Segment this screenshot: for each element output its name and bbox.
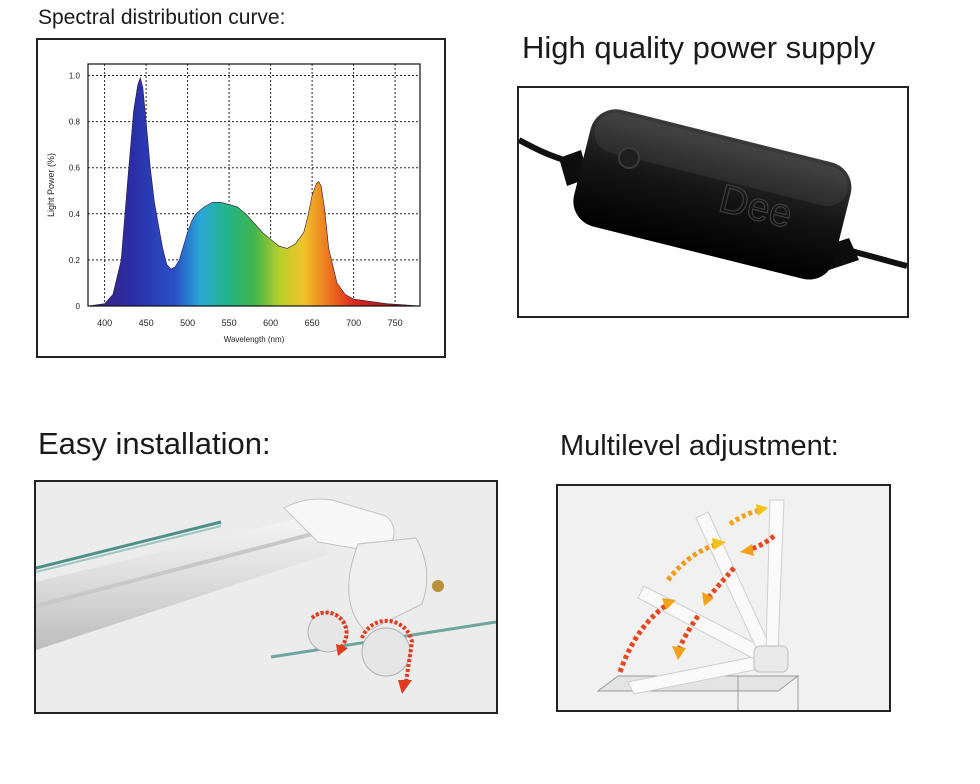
y-tick-label: 1.0 [69,72,81,81]
x-tick-label: 400 [97,318,112,328]
y-axis-label: Light Power (%) [46,153,56,217]
installation-illustration [36,482,496,712]
spectral-chart: 400 450 500 550 600 650 700 750 0 0.2 0.4 0.6 0.8 1.… [46,63,421,344]
down-arrow-1-icon [747,534,776,553]
y-tick-label: 0.8 [69,118,81,127]
y-tick-label: 0 [76,302,81,311]
spectral-heading: Spectral distribution curve: [38,6,286,29]
adjustment-panel [556,484,891,712]
power-supply-box [573,109,852,280]
tighten-arrow-icon [360,618,415,683]
mount-clamp [348,537,428,633]
adjust-knob-right [361,627,411,677]
y-tick-label: 0.4 [69,210,81,219]
chart-axes [87,63,421,307]
clamp-screw-icon [432,580,444,592]
adjustment-heading: Multilevel adjustment: [560,430,839,462]
plot-frame [87,63,421,307]
rotate-arrow-icon [310,610,349,650]
spectral-chart-panel: 400 450 500 550 600 650 700 750 0 0.2 0.4 0.6 0.8 1.… [36,38,446,358]
x-tick-label: 750 [388,318,403,328]
power-button-icon [618,147,640,169]
power-supply-illustration: Dee [519,109,907,280]
up-arrow-1-icon [617,601,670,673]
spectrum-area [87,76,421,307]
x-axis-label: Wavelength (nm) [224,335,285,344]
y-tick-label: 0.6 [69,164,81,173]
x-tick-label: 500 [180,318,195,328]
pivot-bracket [753,645,789,673]
x-tick-label: 550 [222,318,237,328]
tank-glass-edge [36,520,222,570]
adjustment-illustration [558,486,889,710]
y-tick-labels: 0 0.2 0.4 0.6 0.8 1.0 [69,72,81,311]
power-supply-heading: High quality power supply [522,30,876,65]
x-tick-label: 650 [305,318,320,328]
x-tick-label: 450 [139,318,154,328]
installation-panel [34,480,498,714]
installation-heading: Easy installation: [38,426,271,461]
chart-grid [88,64,420,307]
x-tick-label: 600 [263,318,278,328]
x-tick-labels: 400 450 500 550 600 650 700 750 [97,318,403,328]
x-tick-label: 700 [346,318,361,328]
power-supply-panel: Dee [517,86,909,318]
y-tick-label: 0.2 [69,256,81,265]
